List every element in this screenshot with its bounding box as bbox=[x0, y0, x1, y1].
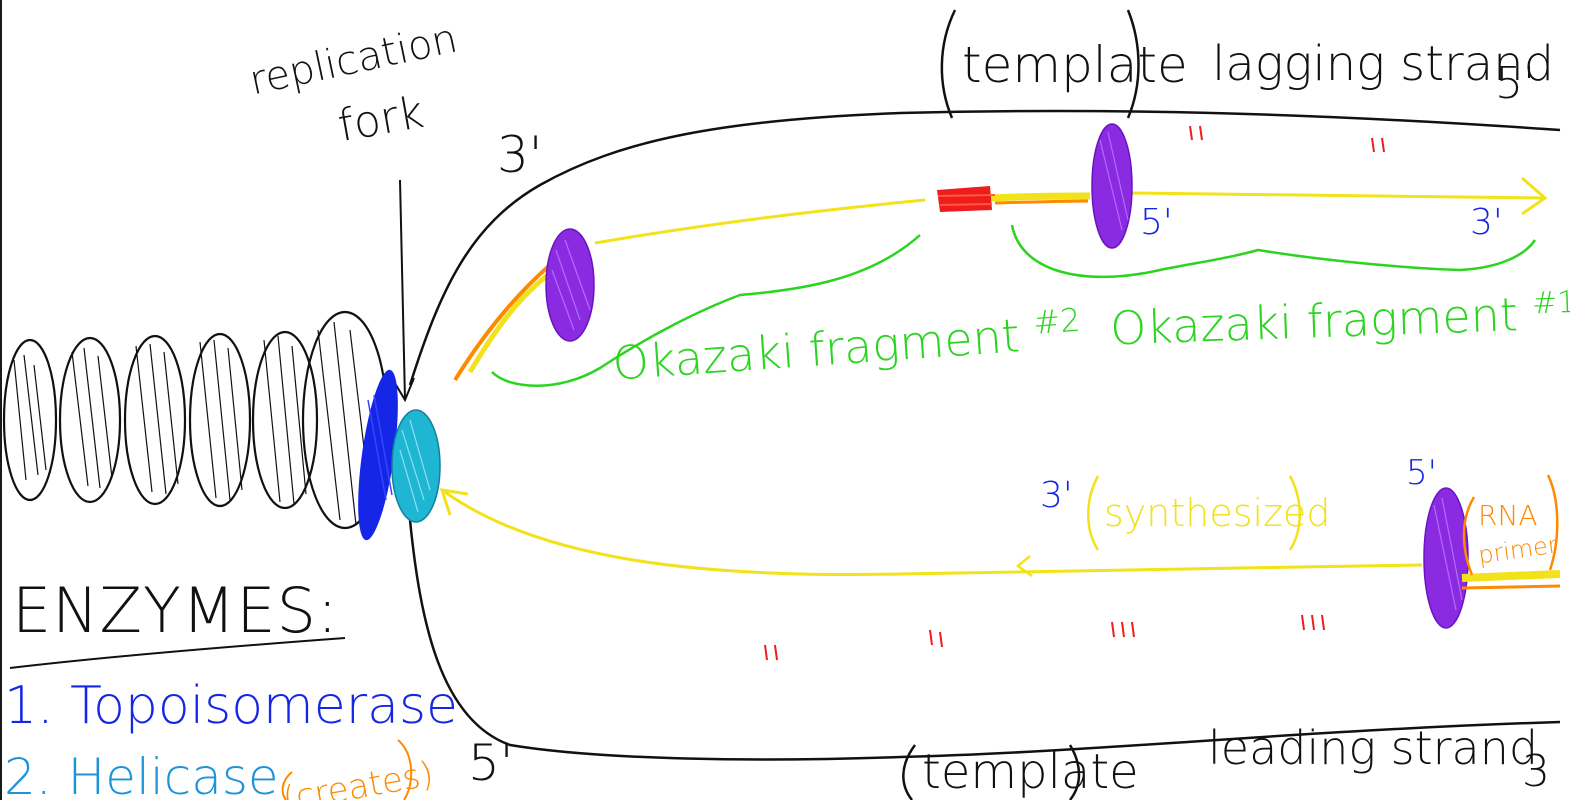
lagging-new-strand bbox=[453, 176, 1548, 382]
okazaki-brace-1 bbox=[1010, 224, 1537, 279]
left-border bbox=[0, 0, 2, 800]
dna-polymerase-lower-right bbox=[1423, 487, 1469, 629]
leading-new-strand bbox=[439, 488, 1561, 590]
leading-strand-label: leading strand bbox=[1208, 721, 1539, 775]
rna-label: RNA bbox=[1478, 499, 1538, 532]
topoisomerase-enzyme bbox=[358, 369, 398, 541]
end-label-bottom-left: 5' bbox=[468, 734, 514, 792]
enzymes-heading: ENZYMES: bbox=[12, 574, 339, 647]
synthesized-label: synthesized bbox=[1104, 491, 1331, 535]
lagging-rna-primer bbox=[937, 186, 996, 212]
end-label-top-right: 5' bbox=[1495, 58, 1536, 109]
template-label-top: template bbox=[962, 36, 1188, 94]
leading-template-strand bbox=[408, 519, 1561, 761]
synthesized-parentheses bbox=[1087, 475, 1301, 551]
frag1-3prime-label: 3' bbox=[1470, 202, 1503, 243]
leading-new-5prime-label: 5' bbox=[1406, 453, 1437, 493]
fork-pointer-arrow bbox=[392, 179, 415, 403]
lagging-strand-label: lagging strand bbox=[1212, 36, 1555, 92]
frag1-5prime-label: 5' bbox=[1140, 202, 1173, 243]
okazaki-fragment-2-number: #2 bbox=[1032, 300, 1082, 342]
enzyme-1-topoisomerase: 1. Topoisomerase bbox=[4, 676, 459, 736]
okazaki-fragment-1-number: #1 bbox=[1531, 284, 1570, 322]
base-pair-ticks bbox=[764, 125, 1385, 661]
dna-polymerase-upper-right bbox=[1091, 123, 1133, 249]
leading-new-3prime-label: 3' bbox=[1040, 475, 1073, 516]
end-label-bottom-right: 3 bbox=[1522, 746, 1550, 797]
rna-primer-parentheses bbox=[1462, 474, 1559, 576]
enzymes-underline bbox=[9, 637, 346, 669]
helicase-enzyme bbox=[391, 409, 441, 523]
dna-polymerase-upper-left bbox=[545, 228, 595, 342]
enzyme-2-helicase: 2. Helicase bbox=[4, 748, 279, 800]
end-label-top-left: 3' bbox=[497, 126, 543, 184]
template-parentheses bbox=[902, 9, 1140, 800]
okazaki-brace-2 bbox=[491, 234, 921, 387]
lagging-template-strand bbox=[408, 109, 1561, 386]
creates-parentheses bbox=[281, 739, 413, 800]
double-helix bbox=[2, 310, 389, 530]
template-label-bottom: template bbox=[922, 744, 1139, 800]
